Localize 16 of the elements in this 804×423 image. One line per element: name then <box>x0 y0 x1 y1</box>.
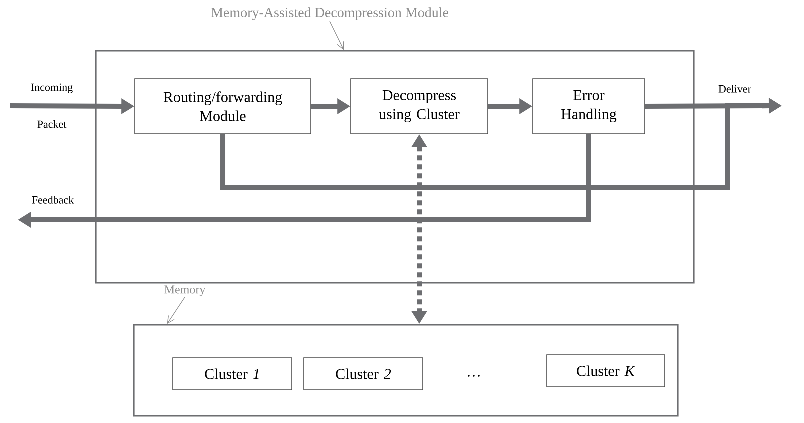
process-box: Error Handling <box>532 78 646 134</box>
edge-label: Feedback <box>32 196 74 204</box>
process-box: Routing/forwarding Module <box>134 78 312 134</box>
cluster-box: Cluster K <box>546 354 666 388</box>
leader-line <box>167 297 186 324</box>
cluster-box: Cluster 1 <box>172 358 292 390</box>
edge-label: Incoming Packet <box>31 84 73 128</box>
process-box: Decompress using Cluster <box>350 78 488 134</box>
leader-line <box>330 21 344 50</box>
ellipsis: … <box>468 375 480 377</box>
edge-label: Deliver <box>718 85 752 93</box>
container-box <box>95 50 695 284</box>
module-title: Memory-Assisted Decompression Module <box>211 8 448 20</box>
memory-title: Memory <box>164 286 206 296</box>
cluster-box: Cluster 2 <box>304 358 424 390</box>
container-box <box>133 324 679 417</box>
